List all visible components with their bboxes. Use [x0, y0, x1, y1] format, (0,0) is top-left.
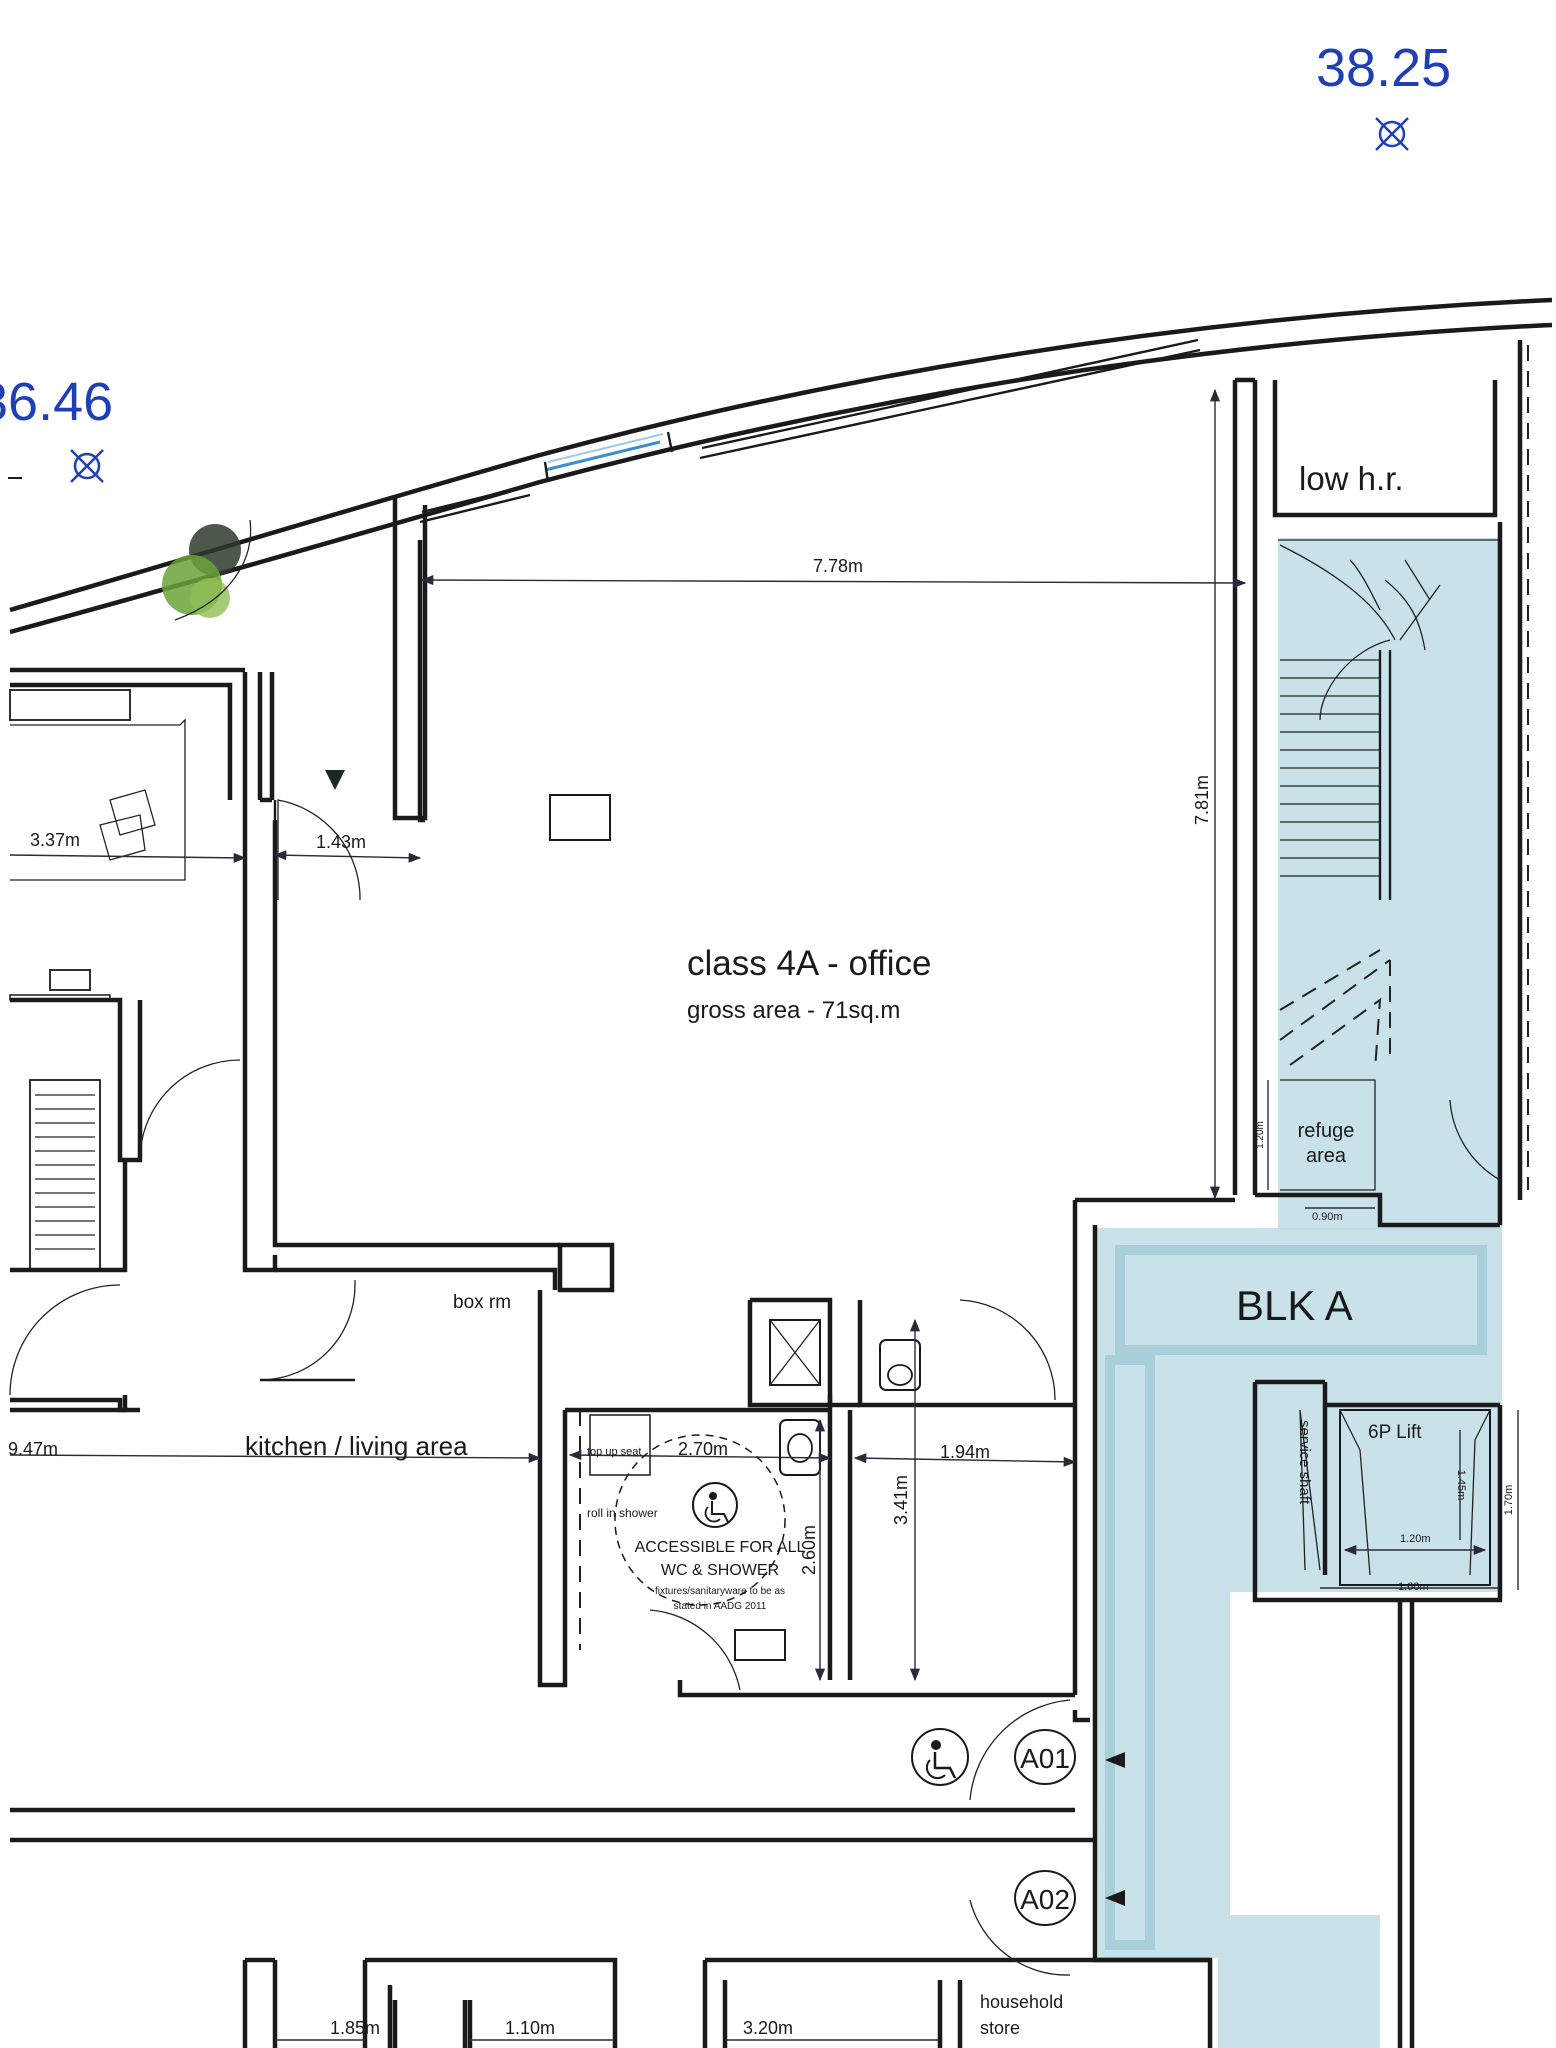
dim-label: 2.70m — [678, 1439, 728, 1459]
entry-arrow-icon — [1105, 1752, 1125, 1768]
dim-label: 3.37m — [30, 830, 80, 850]
turning-circle — [614, 1434, 786, 1606]
entrance-label: A02 — [1020, 1884, 1070, 1915]
dim-label: 1.85m — [330, 2018, 380, 2038]
level-marker-left: 36.46 — [0, 372, 113, 483]
entrance-a02: A02 — [1014, 1870, 1076, 1926]
low-hr-label: low h.r. — [1299, 460, 1404, 497]
tree-icon — [162, 519, 252, 621]
refuge-label: refuge — [1298, 1120, 1355, 1142]
entrance-label: A01 — [1020, 1743, 1070, 1774]
household-label: household — [980, 1992, 1063, 2012]
wheelchair-icon — [911, 1728, 969, 1786]
fixtures-note: stated in AADG 2011 — [674, 1601, 767, 1612]
refuge-label: area — [1306, 1145, 1347, 1167]
office-title: class 4A - office — [687, 944, 931, 983]
service-shaft-label: service shaft — [1296, 1420, 1313, 1505]
dim-label: 2.60m — [799, 1525, 819, 1575]
entry-arrow-icon — [325, 770, 345, 790]
fixtures-note: fixtures/sanitaryware to be as — [655, 1586, 785, 1597]
doors — [9, 799, 1501, 1976]
dim-label: 9.47m — [8, 1439, 58, 1459]
left-apartment-furniture — [9, 689, 186, 1271]
household-label: store — [980, 2018, 1020, 2038]
accessible-label: WC & SHOWER — [661, 1562, 779, 1579]
block-label: BLK A — [1236, 1282, 1353, 1329]
roll-in-shower-label: roll in shower — [587, 1506, 658, 1520]
lift — [1299, 1409, 1491, 1586]
dimension-labels: 7.78m 7.81m 3.37m 1.43m 1.20m 0.90m 9.47… — [8, 556, 1515, 2038]
dim-label: 1.94m — [940, 1442, 990, 1462]
level-value: 36.46 — [0, 372, 113, 432]
dim-label: 1.20m — [1255, 1121, 1266, 1149]
dim-label: 3.41m — [891, 1475, 911, 1525]
dim-label: 1.20m — [1400, 1533, 1431, 1545]
level-marker-top-right: 38.25 — [1316, 38, 1451, 151]
level-value: 38.25 — [1316, 38, 1451, 98]
accessible-label: ACCESSIBLE FOR ALL — [635, 1539, 806, 1556]
dim-label: 0.90m — [1312, 1211, 1343, 1223]
dim-label: 1.60m — [1398, 1581, 1429, 1593]
top-up-seat-label: top up seat — [587, 1446, 641, 1458]
lift-label: 6P Lift — [1368, 1422, 1422, 1443]
kitchen-label: kitchen / living area — [245, 1431, 468, 1461]
dimensions — [9, 388, 1519, 2041]
wheelchair-icon — [692, 1482, 738, 1528]
dim-label: 1.45m — [1455, 1470, 1467, 1501]
staircase — [1278, 539, 1498, 1191]
room-labels: class 4A - office gross area - 71sq.m lo… — [245, 460, 1422, 2038]
dim-label: 7.78m — [813, 556, 863, 576]
box-rm-label: box rm — [453, 1292, 511, 1313]
dim-label: 1.43m — [316, 832, 366, 852]
dim-label: 1.10m — [505, 2018, 555, 2038]
entry-arrow-icon — [1105, 1890, 1125, 1906]
level-cross-icon — [1375, 117, 1409, 151]
office-column — [549, 794, 611, 841]
level-cross-icon — [70, 449, 104, 483]
dim-label: 7.81m — [1192, 775, 1212, 825]
walls — [10, 340, 1529, 2048]
dim-label: 3.20m — [743, 2018, 793, 2038]
entrance-a01: A01 — [1014, 1729, 1076, 1785]
dim-label: 1.70m — [1503, 1485, 1515, 1516]
office-area: gross area - 71sq.m — [687, 997, 900, 1024]
